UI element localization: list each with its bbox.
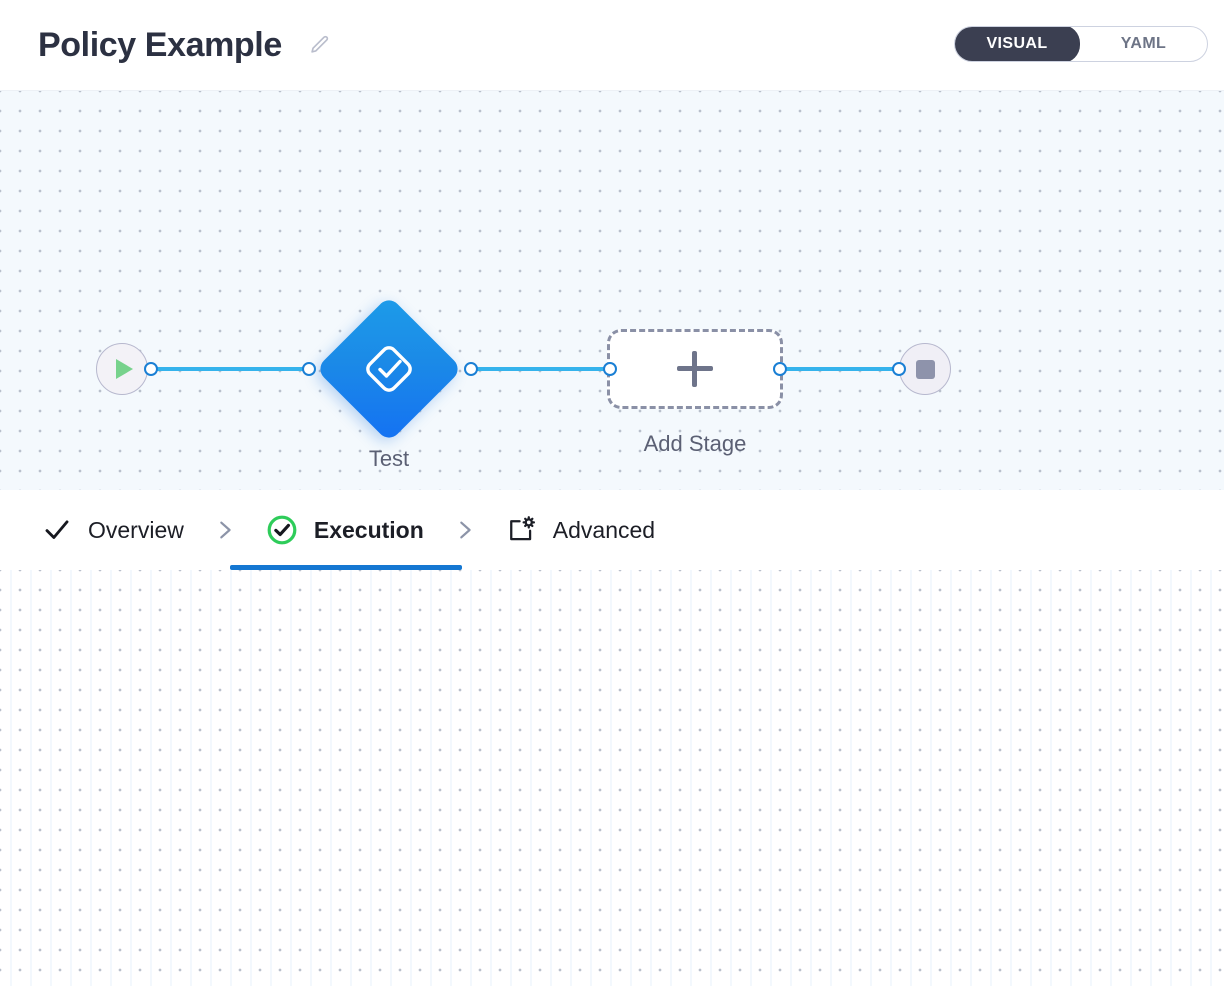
tab-advanced-label: Advanced [552,516,656,543]
edge-addstage-to-end [778,367,902,371]
mode-yaml-button[interactable]: YAML [1080,27,1207,61]
pipeline-tabbar: Overview Execution Advanced [0,490,1224,570]
end-node-circle[interactable] [899,343,951,395]
tab-execution[interactable]: Execution [229,490,462,570]
pencil-icon[interactable] [308,34,330,56]
page-header: Policy Example VISUAL YAML [0,0,1224,90]
add-stage-label: Add Stage [643,431,747,456]
tab-advanced[interactable]: Advanced [506,490,655,570]
play-icon [116,359,133,379]
chevron-right-icon [184,515,266,545]
edge-start-to-test [150,367,314,371]
add-stage-node[interactable] [607,329,783,409]
add-stage-box[interactable] [607,329,783,409]
stage-node-test[interactable] [315,295,463,443]
stage-node-test-shape[interactable] [315,295,463,443]
tab-overview-label: Overview [88,516,184,543]
port-addstage-out[interactable] [773,362,787,376]
start-node[interactable] [96,343,148,395]
window-gear-icon [506,515,537,546]
stage-node-test-label: Test [368,446,410,471]
check-diamond-icon [366,346,412,392]
chevron-right-icon-2 [424,515,506,545]
port-test-in[interactable] [302,362,316,376]
tab-overview[interactable]: Overview [42,490,184,570]
edge-test-to-addstage [468,367,614,371]
end-node[interactable] [899,343,951,395]
port-test-out[interactable] [464,362,478,376]
stop-icon [915,359,935,379]
tab-active-underline [229,565,462,570]
stage-canvas[interactable]: Test Add Stage [0,90,1224,490]
start-node-circle[interactable] [96,343,148,395]
port-start-out[interactable] [144,362,158,376]
page-title: Policy Example [38,26,282,64]
port-addstage-in[interactable] [603,362,617,376]
check-circle-icon [266,514,298,546]
execution-canvas[interactable]: </> Echo Add step [0,570,1224,986]
tab-execution-label: Execution [313,516,424,543]
plus-icon [677,351,713,387]
check-icon [42,515,72,545]
view-mode-toggle[interactable]: VISUAL YAML [954,26,1208,62]
port-end-in[interactable] [892,362,906,376]
mode-visual-button[interactable]: VISUAL [955,27,1080,61]
